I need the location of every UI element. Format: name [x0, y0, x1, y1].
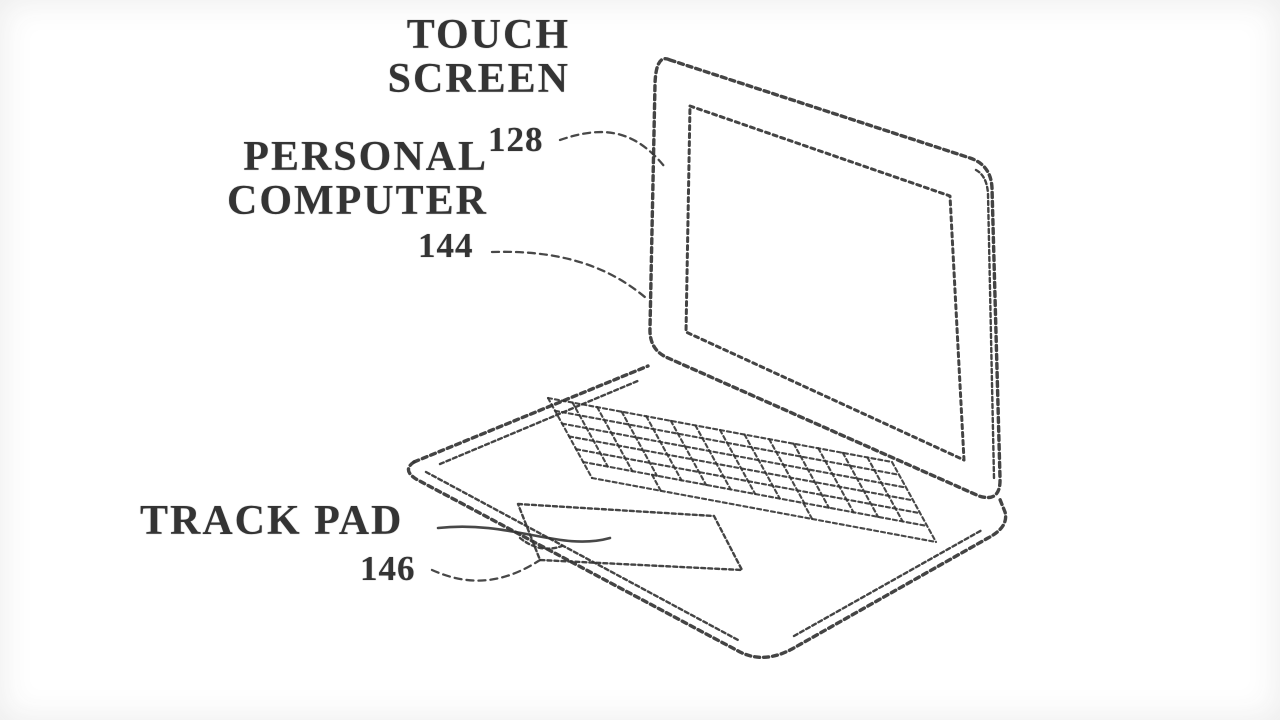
keyboard-key-line — [792, 442, 830, 509]
laptop-lid-edge — [974, 168, 996, 480]
leader-line-144 — [490, 250, 648, 300]
keyboard-key-line — [645, 415, 683, 482]
keyboard-key-line — [571, 401, 609, 468]
laptop-front-notch — [518, 536, 564, 550]
laptop-trackpad — [516, 502, 744, 572]
keyboard-key-line — [650, 473, 662, 492]
keyboard-key-line — [694, 424, 732, 491]
keyboard-key-line — [817, 447, 855, 514]
keyboard-key-line — [620, 410, 658, 477]
laptop-screen — [684, 104, 966, 462]
callout-touch-screen-label: TOUCH SCREEN — [387, 12, 570, 102]
laptop-deck-back-line — [438, 378, 642, 466]
callout-personal-computer-label: PERSONAL COMPUTER — [227, 134, 488, 224]
keyboard-key-line — [590, 476, 938, 544]
callout-track-pad-label: TRACK PAD — [140, 498, 404, 544]
keyboard-key-line — [768, 438, 806, 505]
keyboard-key-line — [596, 406, 634, 473]
leader-line-trackpad — [436, 525, 612, 543]
callout-personal-computer-ref: 144 — [418, 226, 474, 265]
callout-track-pad-ref: 146 — [360, 549, 416, 588]
keyboard-key-line — [841, 451, 880, 518]
laptop-keyboard — [546, 396, 938, 544]
keyboard-key-line — [743, 433, 781, 500]
keyboard-key-line — [890, 460, 938, 544]
laptop-base-rim-left — [424, 470, 740, 642]
laptop-base — [406, 460, 1008, 659]
keyboard-key-line — [718, 428, 757, 496]
leader-line-128 — [558, 130, 666, 168]
laptop-base-rim-right — [792, 528, 984, 638]
leader-line-146 — [430, 558, 542, 582]
laptop-base-back-edge — [412, 364, 650, 464]
keyboard-key-line — [802, 501, 814, 521]
callout-touch-screen-ref: 128 — [488, 120, 544, 159]
keyboard-key-line — [546, 396, 594, 480]
keyboard-key-line — [669, 419, 708, 486]
laptop-lid — [648, 57, 1002, 500]
keyboard-key-line — [866, 456, 904, 523]
